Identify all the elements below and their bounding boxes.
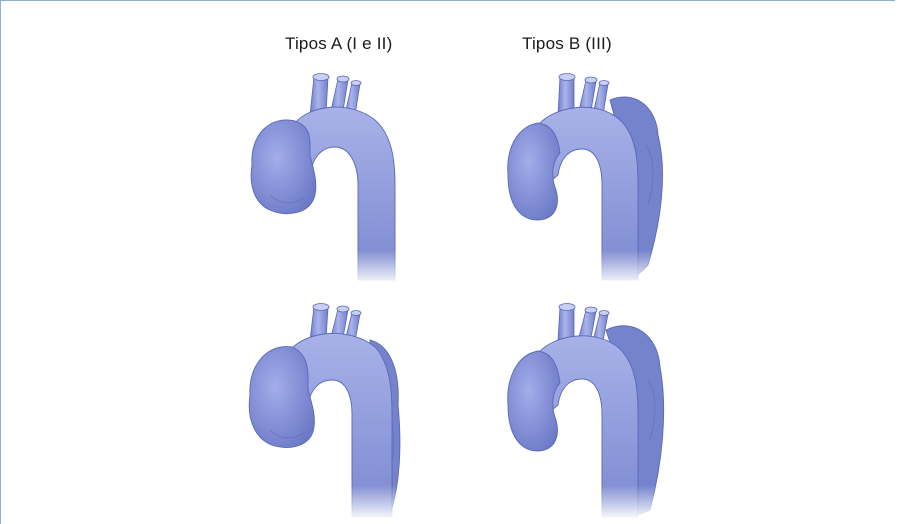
aorta-type-a-bottom	[240, 295, 415, 520]
type-a-label: Tipos A (I e II)	[285, 34, 392, 54]
aorta-type-b-bottom	[498, 295, 678, 520]
aorta-type-b-top	[498, 65, 678, 285]
aorta-type-a-top	[240, 65, 410, 285]
type-b-label: Tipos B (III)	[522, 34, 612, 54]
